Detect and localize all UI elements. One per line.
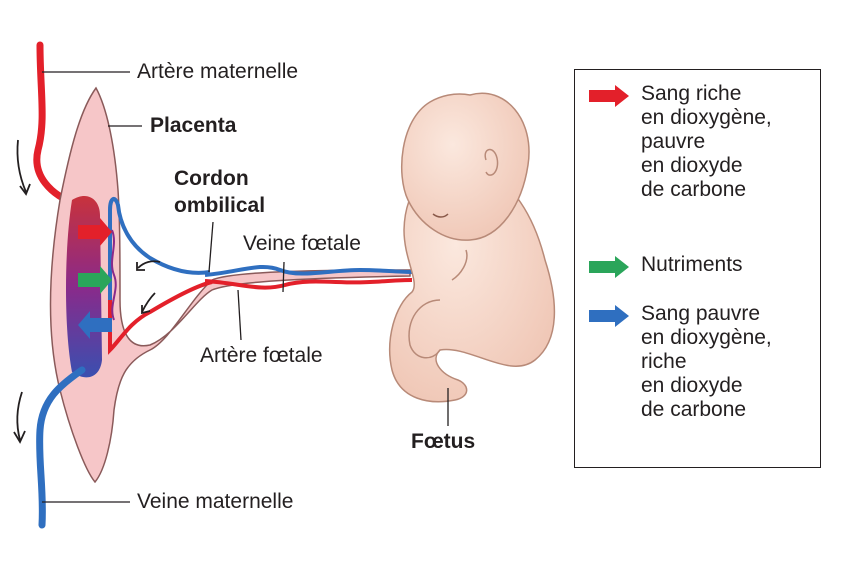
legend-text: Nutriments [641, 253, 743, 276]
fetus-figure [389, 92, 556, 403]
umbilical-cord-label-line1: Cordon [174, 167, 249, 190]
legend-text: pauvre [641, 130, 706, 153]
fetal-artery-label: Artère fœtale [200, 344, 323, 367]
blue-arrow-icon [589, 305, 629, 327]
flow-arrow-down-bottom [13, 391, 26, 444]
legend-text: de carbone [641, 178, 747, 201]
fetus-head [400, 92, 530, 241]
maternal-artery-vessel [33, 41, 82, 209]
co2-arrow [78, 311, 112, 339]
flow-arrow-vein [136, 260, 161, 271]
flow-arrow-artery [141, 292, 156, 315]
fetus-arm [451, 249, 468, 281]
maternal-vein-label: Veine maternelle [137, 490, 294, 513]
placenta-label: Placenta [150, 114, 237, 137]
fetus-eye [432, 213, 449, 218]
legend-text: de carbone [641, 398, 747, 421]
red-arrow-icon [589, 85, 629, 107]
legend-text: Sang pauvre [641, 302, 761, 325]
legend-box: Sang riche en dioxygène, pauvre en dioxy… [574, 69, 821, 468]
oxygen-arrow [78, 218, 112, 246]
fetal-vein-label: Veine fœtale [243, 232, 361, 255]
fetus-leg [408, 299, 441, 359]
fetal-vein-loop [108, 197, 211, 300]
legend-item-deoxygenated-blood: Sang pauvre en dioxygène, riche en dioxy… [589, 302, 772, 422]
legend-item-nutrients: Nutriments [589, 253, 743, 278]
fetus-label: Fœtus [411, 430, 476, 453]
leader-lines [42, 71, 449, 503]
maternal-artery-label: Artère maternelle [137, 60, 299, 83]
legend-text: en dioxygène, [641, 326, 772, 349]
umbilical-cord-artery [204, 278, 413, 290]
umbilical-cord-vein [204, 265, 413, 277]
flow-arrow-down-top [16, 139, 31, 196]
legend-text: en dioxyde [641, 154, 743, 177]
green-arrow-icon [589, 256, 629, 278]
legend-text: Sang riche [641, 82, 742, 105]
legend-text: en dioxygène, [641, 106, 772, 129]
placenta-villi-line [111, 229, 117, 321]
legend-text: en dioxyde [641, 374, 743, 397]
nutrient-arrow [78, 266, 112, 294]
legend-text: riche [641, 350, 687, 373]
fetal-artery-loop [108, 280, 213, 355]
legend-item-oxygenated-blood: Sang riche en dioxygène, pauvre en dioxy… [589, 82, 772, 202]
umbilical-cord-label-line2: ombilical [174, 194, 266, 217]
maternal-vein-vessel [36, 366, 86, 529]
fetus-ear [484, 148, 499, 176]
